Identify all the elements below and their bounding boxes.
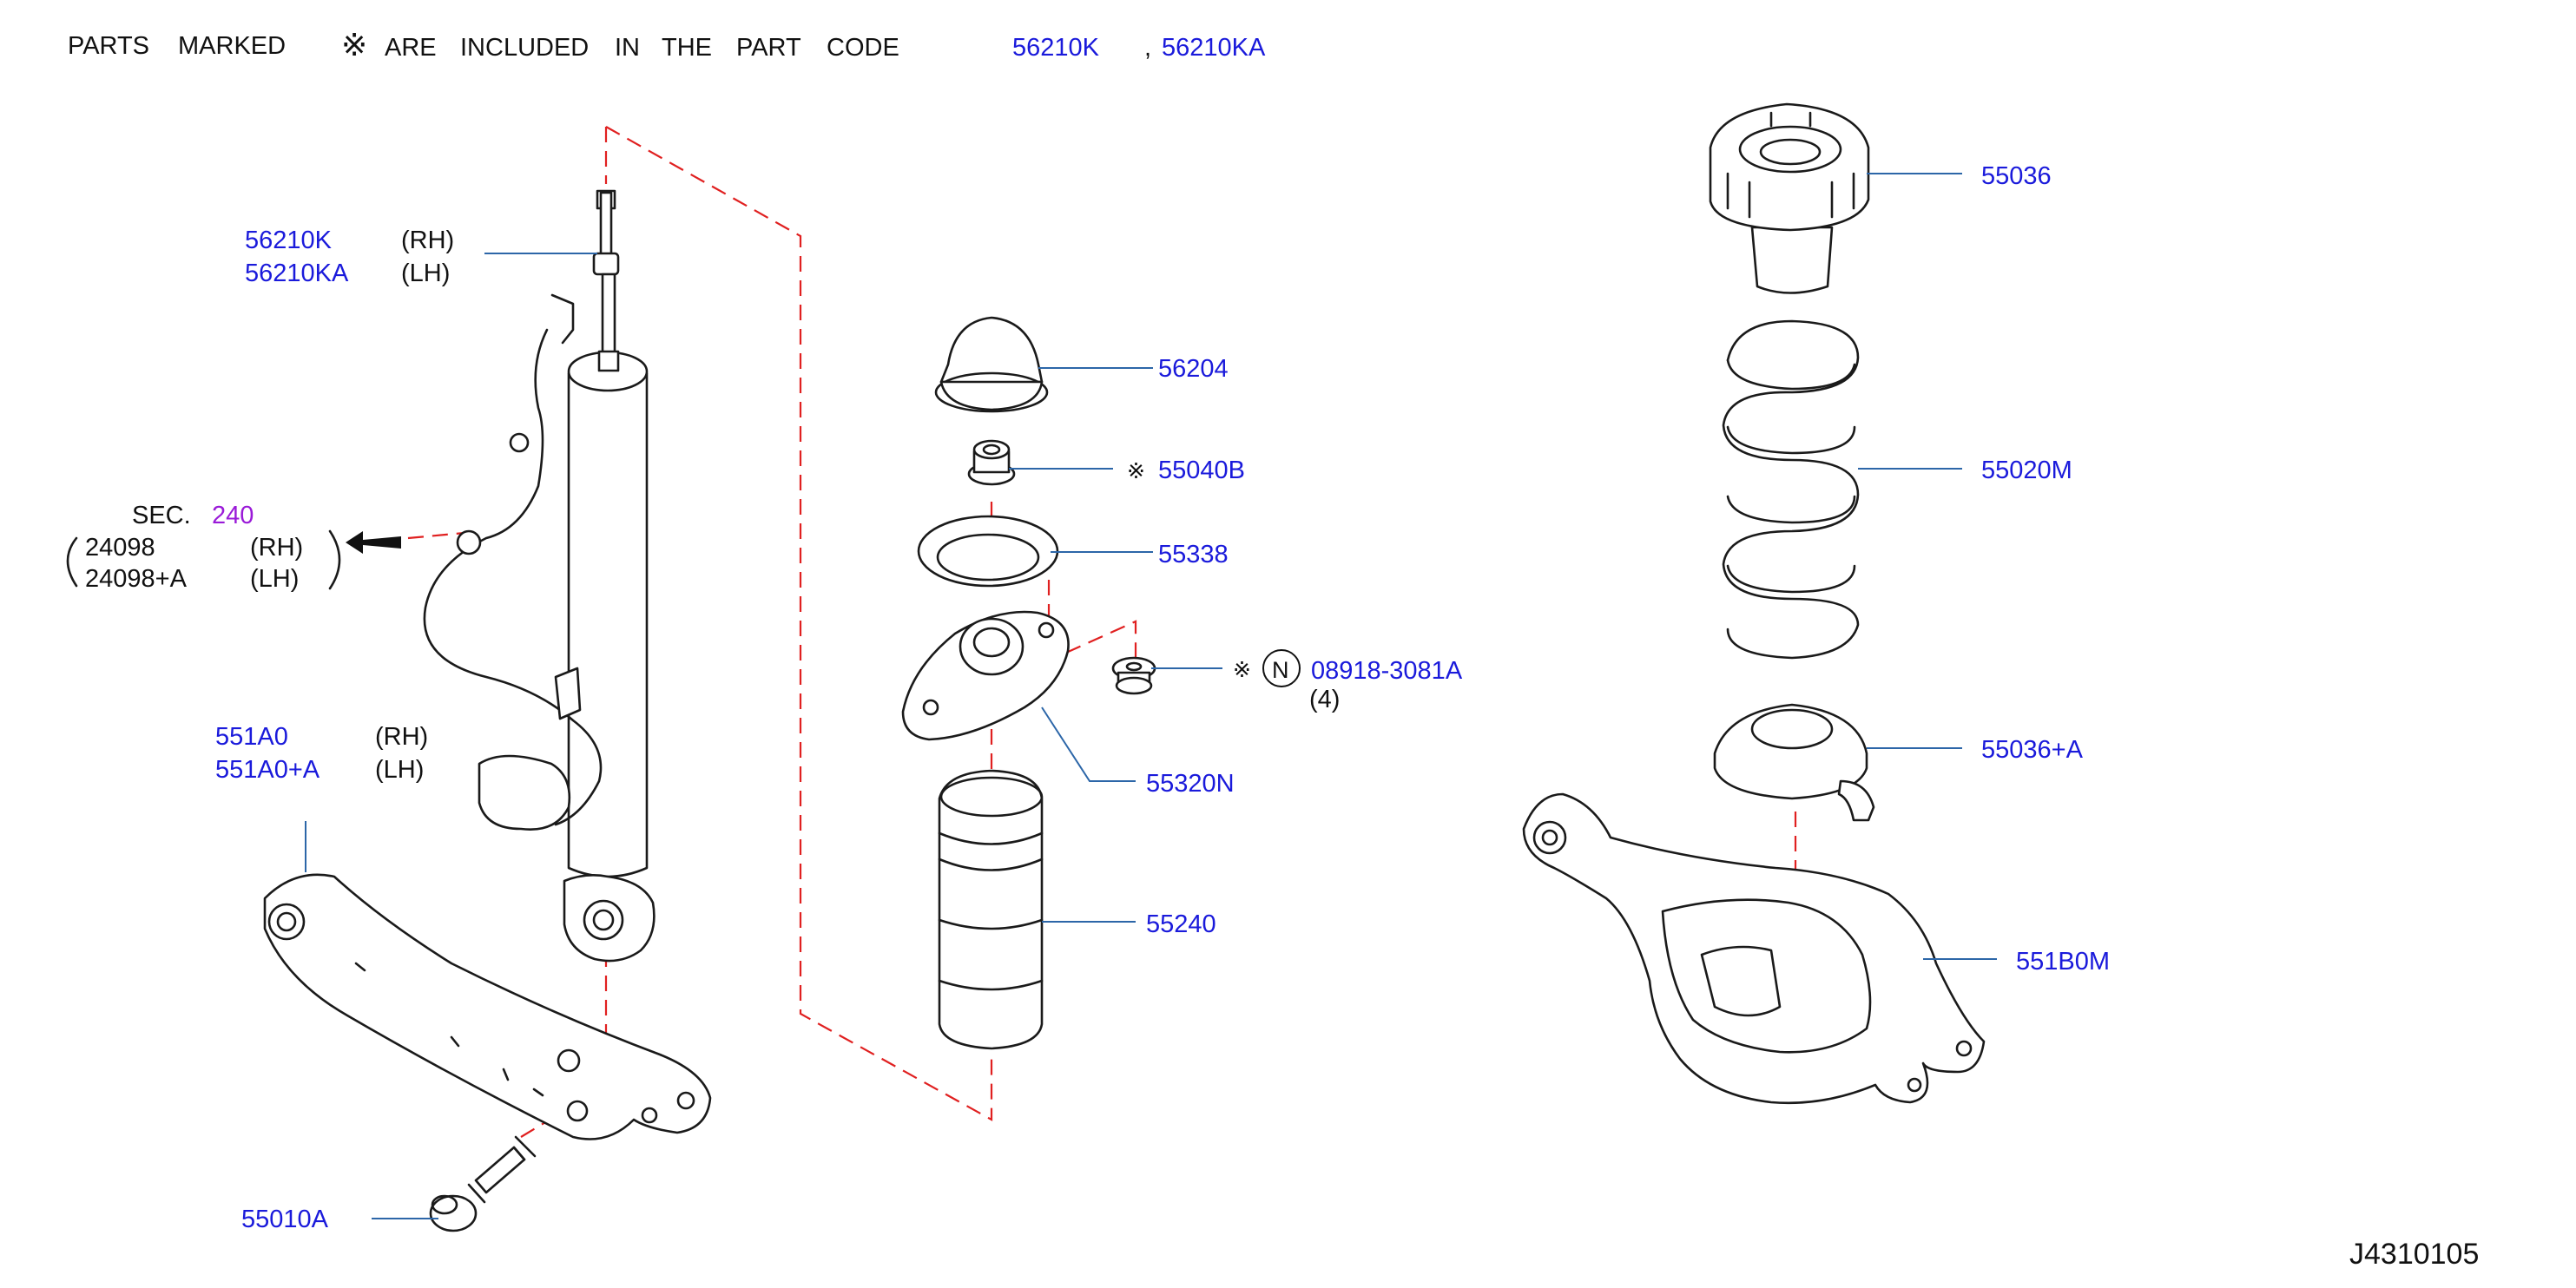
lower-seat-part-number[interactable]: 55036+A (1981, 736, 2084, 764)
shock-absorber-drawing[interactable] (423, 189, 656, 963)
bumper-part-number[interactable]: 55240 (1146, 910, 1216, 938)
dust-cap-drawing[interactable] (934, 316, 1049, 413)
header-separator: , (1144, 34, 1151, 62)
bolt-part-number[interactable]: 55010A (241, 1206, 329, 1233)
mount-nut-quantity: (4) (1309, 686, 1340, 713)
header-word-code: CODE (827, 34, 899, 62)
header-word-included: INCLUDED (460, 34, 589, 62)
harness-rh-part-number: 24098 (85, 534, 155, 562)
mount-nut-part-number[interactable]: 08918-3081A (1311, 657, 1463, 685)
harness-rh-side: (RH) (250, 534, 303, 562)
upper-seat-part-number[interactable]: 55036 (1981, 162, 2052, 190)
bracket-right (328, 529, 341, 590)
lower-arm-part-number[interactable]: 551B0M (2016, 948, 2110, 976)
nut-part-number[interactable]: 55040B (1158, 457, 1245, 484)
header-code-56210k[interactable]: 56210K (1012, 34, 1100, 62)
nut-reference-mark: ※ (1127, 459, 1145, 483)
leader-lines (305, 173, 1997, 1219)
left-arrow-icon (346, 531, 401, 554)
header-word-the: THE (662, 34, 712, 62)
section-label: SEC. (132, 502, 191, 529)
cap-part-number[interactable]: 56204 (1158, 355, 1229, 383)
header-word-part: PART (736, 34, 801, 62)
section-reference-240[interactable]: 240 (212, 502, 254, 529)
header-word-marked: MARKED (178, 32, 286, 60)
n-circle-symbol (1262, 649, 1301, 687)
header-note: PARTS MARKED ※ ARE INCLUDED IN THE PART … (68, 27, 1266, 62)
coil-spring-drawing[interactable] (1722, 319, 1860, 660)
shock-lh-side: (LH) (401, 260, 450, 287)
nut-drawing[interactable] (967, 439, 1016, 486)
header-word-are: ARE (385, 34, 437, 62)
header-word-parts: PARTS (68, 32, 149, 60)
washer-part-number[interactable]: 55338 (1158, 541, 1229, 568)
upper-spring-seat-drawing[interactable] (1709, 102, 1870, 294)
diagram-code: J4310105 (2349, 1238, 2479, 1271)
spring-part-number[interactable]: 55020M (1981, 457, 2072, 484)
header-word-in: IN (615, 34, 640, 62)
washer-drawing[interactable] (917, 515, 1059, 588)
arm-lh-part-number[interactable]: 551A0+A (215, 756, 320, 784)
bump-stop-drawing[interactable] (938, 769, 1044, 1050)
shock-rh-part-number[interactable]: 56210K (245, 227, 333, 254)
mount-part-number[interactable]: 55320N (1146, 770, 1235, 798)
shock-lh-part-number[interactable]: 56210KA (245, 260, 349, 287)
n-symbol-letter: N (1272, 657, 1289, 683)
strut-mount-drawing[interactable] (901, 610, 1070, 741)
header-code-56210ka[interactable]: 56210KA (1162, 34, 1266, 62)
arm-rh-side: (RH) (375, 723, 428, 751)
bolt-drawing[interactable] (429, 1135, 537, 1232)
bracket-left (66, 536, 78, 588)
arm-lh-side: (LH) (375, 756, 424, 784)
arm-rh-part-number[interactable]: 551A0 (215, 723, 288, 751)
lateral-link-drawing[interactable] (263, 873, 712, 1140)
flange-nut-drawing[interactable] (1111, 656, 1156, 695)
reference-mark-symbol: ※ (341, 27, 367, 62)
harness-lh-side: (LH) (250, 565, 299, 593)
mount-nut-reference-mark: ※ (1233, 658, 1251, 682)
lower-spring-seat-drawing[interactable] (1713, 703, 1875, 822)
shock-rh-side: (RH) (401, 227, 454, 254)
harness-lh-part-number: 24098+A (85, 565, 188, 593)
lower-control-arm-drawing[interactable] (1522, 792, 1986, 1105)
